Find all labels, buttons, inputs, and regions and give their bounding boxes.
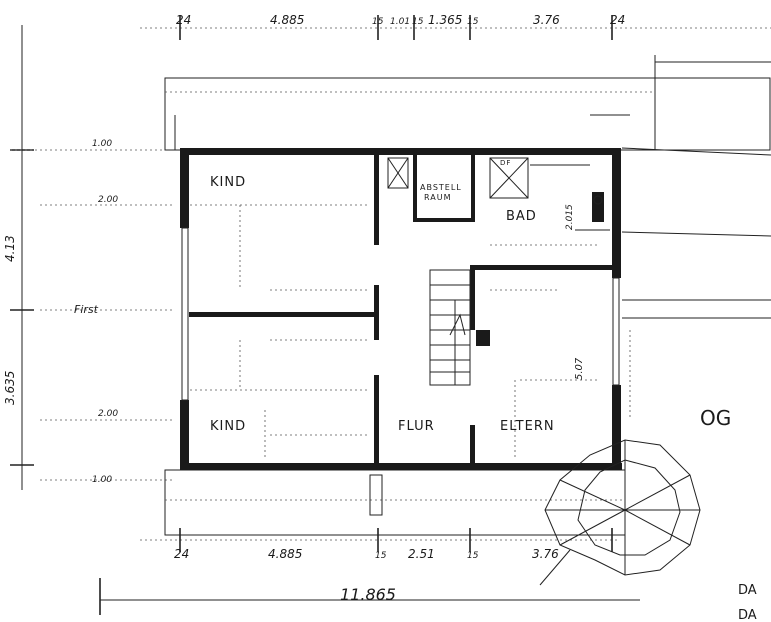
- left-mark-1: 2.00: [98, 195, 118, 205]
- inner-dimension-labels: 2.015 5.07: [565, 204, 585, 380]
- staircase: [429, 269, 471, 386]
- room-kind-bottom: KIND: [210, 419, 246, 434]
- bottom-dim-5: 3.76: [532, 547, 559, 561]
- outer-walls: [180, 148, 622, 470]
- room-labels: KIND KIND ABSTELL RAUM BAD FLUR ELTERN D…: [210, 159, 555, 434]
- left-dim-1: 3.635: [3, 371, 17, 405]
- total-width-label: 11.865: [340, 585, 396, 604]
- bottom-dim-3: 2.51: [408, 547, 435, 561]
- right-edge-label-1: DA: [738, 608, 757, 622]
- left-ticks: [10, 149, 175, 481]
- top-dim-7: 3.76: [533, 13, 560, 27]
- room-kind-top: KIND: [210, 175, 246, 190]
- roof-overhang-top: [164, 55, 771, 151]
- left-mark-2: First: [74, 303, 99, 316]
- top-dim-6: 15: [467, 17, 479, 27]
- left-mark-0: 1.00: [92, 139, 112, 149]
- spiral-staircase: [539, 439, 701, 586]
- room-eltern: ELTERN: [500, 419, 555, 434]
- top-dim-2: 15: [372, 17, 384, 27]
- room-abstellraum-line1: ABSTELL: [420, 183, 462, 192]
- bottom-dim-1: 4.885: [268, 547, 302, 561]
- bottom-dimension-labels: 24 4.885 15 2.51 15 3.76 11.865: [174, 547, 559, 604]
- top-dimension-labels: 24 4.885 15 1.01 15 1.365 15 3.76 24: [176, 13, 625, 27]
- room-bad: BAD: [506, 209, 537, 224]
- top-ticks: [179, 15, 613, 40]
- bottom-dim-2: 15: [375, 551, 387, 561]
- bottom-dim-4: 15: [467, 551, 479, 561]
- room-flur: FLUR: [398, 419, 435, 434]
- floor-label: OG: [700, 406, 731, 430]
- bottom-ticks: [99, 528, 613, 615]
- right-edge-label-0: DA: [738, 583, 757, 598]
- room-abstellraum-line2: RAUM: [424, 193, 451, 202]
- bath-fixtures: [489, 157, 610, 231]
- top-dim-1: 4.885: [270, 13, 304, 27]
- top-dim-0: 24: [176, 13, 191, 27]
- shaft: [387, 157, 409, 189]
- inner-dim-eltern: 5.07: [574, 357, 585, 380]
- left-mark-4: 1.00: [92, 475, 112, 485]
- left-dimension-labels: 4.13 3.635 1.00 2.00 First 2.00 1.00: [3, 139, 118, 485]
- top-dim-3: 1.01: [390, 17, 410, 27]
- top-dim-4: 15: [412, 17, 424, 27]
- interior-details: [190, 204, 600, 460]
- inner-dim-bad: 2.015: [565, 204, 575, 230]
- left-dim-0: 4.13: [3, 235, 17, 262]
- roof-overhang-bottom: [164, 469, 626, 536]
- right-roof-lines: [621, 147, 771, 420]
- top-dim-8: 24: [610, 13, 625, 27]
- right-edge-labels: DA DA: [738, 583, 757, 622]
- left-mark-3: 2.00: [98, 409, 118, 419]
- room-df: DF: [500, 159, 511, 167]
- top-dim-5: 1.365: [428, 13, 462, 27]
- bottom-dim-0: 24: [174, 547, 189, 561]
- interior-walls: [189, 155, 615, 465]
